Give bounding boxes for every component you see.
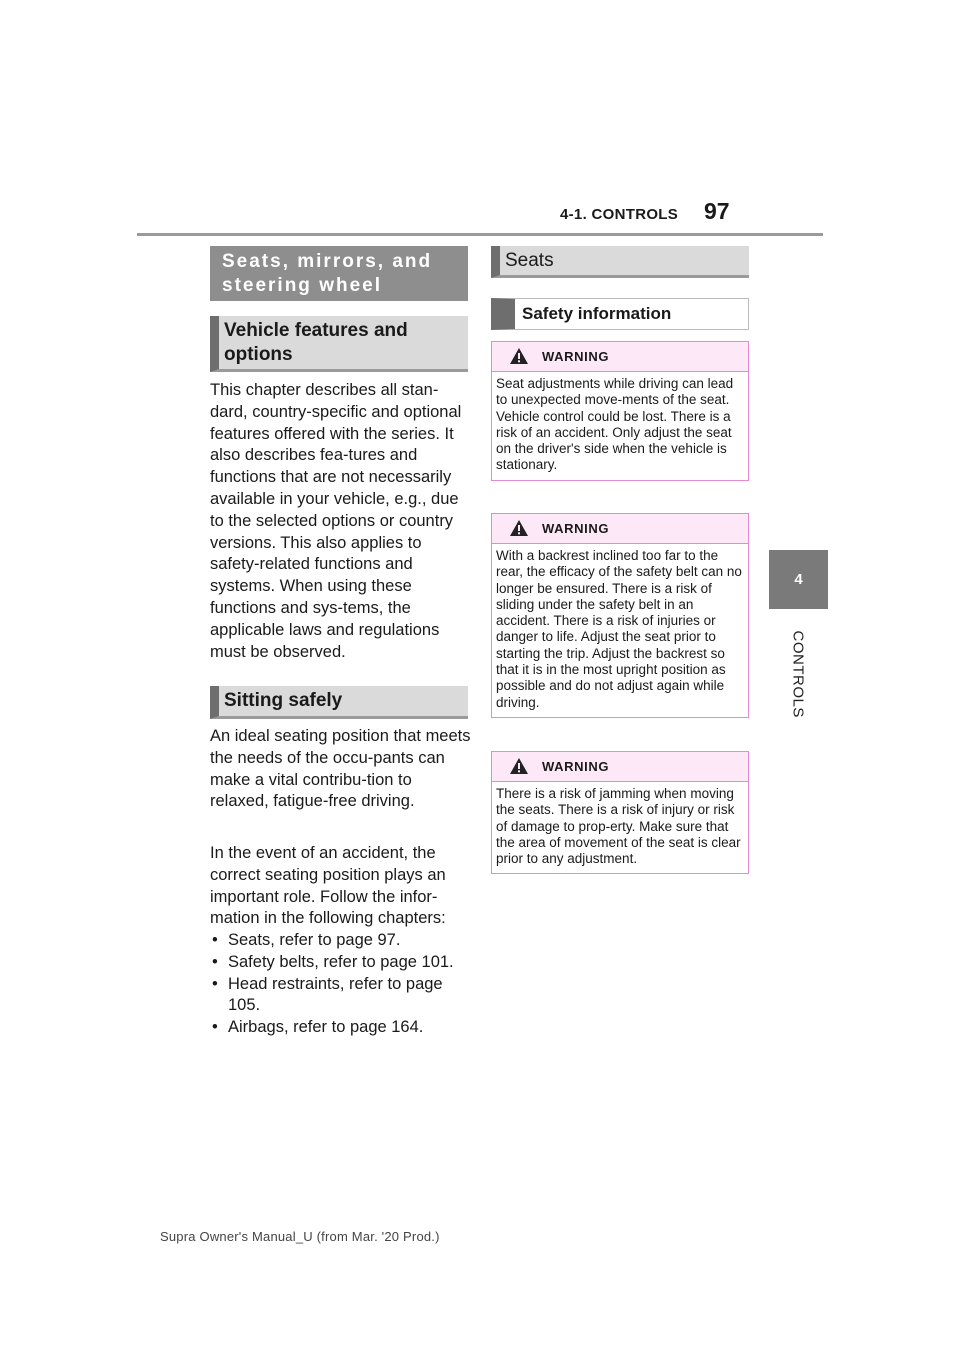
- warning-header: WARNING: [492, 514, 748, 544]
- heading-seats: Seats: [491, 246, 749, 278]
- reference-list: Seats, refer to page 97. Safety belts, r…: [210, 930, 472, 1039]
- warning-box: WARNING With a backrest inclined too far…: [491, 513, 749, 718]
- warning-title: WARNING: [542, 349, 610, 364]
- heading-safety-information: Safety information: [491, 298, 749, 330]
- list-item: Head restraints, refer to page 105.: [210, 974, 472, 1018]
- list-item: Safety belts, refer to page 101.: [210, 952, 472, 974]
- warning-header: WARNING: [492, 342, 748, 372]
- chapter-heading: Seats, mirrors, and steering wheel: [210, 246, 468, 301]
- list-item: Airbags, refer to page 164.: [210, 1017, 472, 1039]
- footer-manual-title: Supra Owner's Manual_U (from Mar. '20 Pr…: [160, 1229, 440, 1244]
- chapter-tab-label: CONTROLS: [789, 630, 807, 718]
- warning-triangle-icon: [510, 348, 528, 364]
- sitting-safely-text-2: In the event of an accident, the correct…: [210, 844, 446, 928]
- warning-title: WARNING: [542, 521, 610, 536]
- vehicle-features-text: This chapter describes all stan-dard, co…: [210, 381, 462, 661]
- warning-title: WARNING: [542, 759, 610, 774]
- list-item: Seats, refer to page 97.: [210, 930, 472, 952]
- warning-text: Seat adjustments while driving can lead …: [496, 376, 734, 473]
- sitting-safely-text-1: An ideal seating position that meets the…: [210, 727, 471, 811]
- heading-sitting-safely: Sitting safely: [210, 686, 468, 719]
- warning-triangle-icon: [510, 520, 528, 536]
- heading-vehicle-features: Vehicle features and options: [210, 316, 468, 372]
- chapter-tab[interactable]: 4: [769, 550, 828, 609]
- warning-box: WARNING There is a risk of jamming when …: [491, 751, 749, 875]
- warning-header: WARNING: [492, 752, 748, 782]
- section-title: 4-1. CONTROLS: [560, 206, 679, 223]
- warning-text: With a backrest inclined too far to the …: [496, 548, 742, 710]
- page-number: 97: [704, 198, 730, 224]
- header-rule: [137, 233, 823, 236]
- warning-triangle-icon: [510, 758, 528, 774]
- warning-text: There is a risk of jamming when moving t…: [496, 786, 741, 867]
- warning-box: WARNING Seat adjustments while driving c…: [491, 341, 749, 481]
